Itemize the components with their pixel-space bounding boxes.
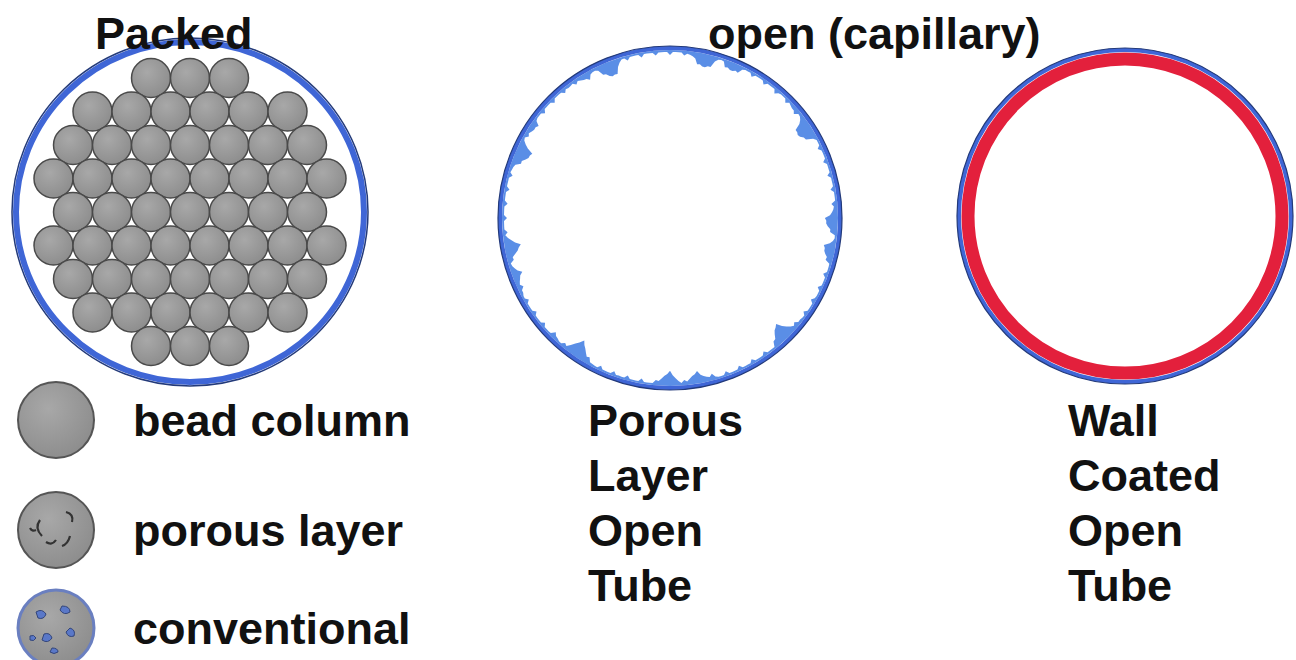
packed-column-edge [12,38,368,386]
bead [210,126,249,165]
wall-coating [968,59,1282,373]
plot-tube-wall [500,48,840,388]
bead [268,293,307,332]
bead [132,193,171,232]
porous-layer [502,50,838,386]
bead [190,293,229,332]
bead [268,226,307,265]
wcot-tube-edge [957,48,1293,384]
bead [268,159,307,198]
bead [171,126,210,165]
bead [93,126,132,165]
bead [249,126,288,165]
bead [229,293,268,332]
legend-text: porous layer [133,503,403,558]
bead [210,193,249,232]
bead [229,159,268,198]
packed-beads [34,59,346,366]
bead [132,126,171,165]
bead-icon [18,382,94,458]
bead [190,159,229,198]
bead [112,226,151,265]
bead [171,59,210,98]
bead [171,260,210,299]
bead [190,92,229,131]
conventional-icon [18,590,94,660]
bead [249,193,288,232]
porous-layer-icon [18,492,94,568]
bead [54,193,93,232]
bead [171,327,210,366]
bead [268,92,307,131]
bead [288,193,327,232]
bead [151,92,190,131]
bead [249,260,288,299]
bead [210,260,249,299]
bead [73,293,112,332]
column-caption: Porous Layer Open Tube [588,393,743,613]
bead [73,226,112,265]
bead [132,59,171,98]
bead [112,159,151,198]
legend-text: bead column [133,393,411,448]
packed-column-wall [16,42,364,382]
bead [73,92,112,131]
bead [54,126,93,165]
bead [307,159,346,198]
bead [171,193,210,232]
column-type-heading: Packed [95,6,253,61]
bead [54,260,93,299]
bead [132,260,171,299]
column-type-heading: open (capillary) [708,6,1041,61]
bead [190,226,229,265]
bead [151,159,190,198]
bead [229,92,268,131]
wcot-tube-wall [959,50,1291,382]
bead [34,159,73,198]
bead [229,226,268,265]
legend-text: conventional [133,601,411,656]
bead [151,226,190,265]
bead [288,260,327,299]
bead [132,327,171,366]
bead [112,293,151,332]
bead [210,327,249,366]
bead [307,226,346,265]
bead [93,260,132,299]
bead [112,92,151,131]
bead [151,293,190,332]
plot-tube-edge [498,46,842,390]
bead [73,159,112,198]
bead [93,193,132,232]
bead [210,59,249,98]
bead [34,226,73,265]
bead [288,126,327,165]
column-caption: Wall Coated Open Tube [1068,393,1221,613]
